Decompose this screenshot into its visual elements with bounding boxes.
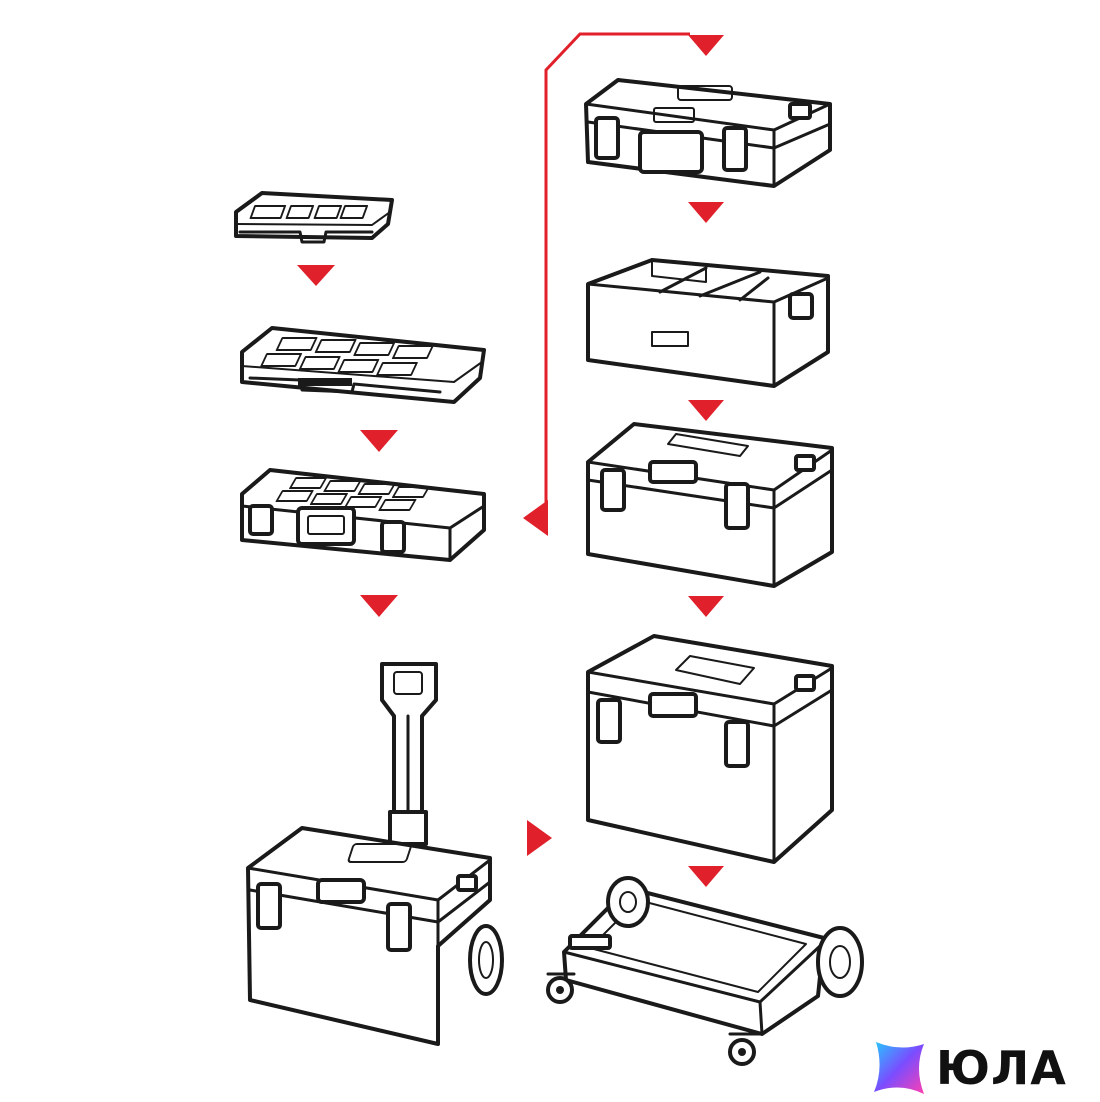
watermark: ЮЛА bbox=[870, 1038, 1098, 1102]
arrow-down-icon bbox=[688, 202, 724, 223]
arrow-down-icon bbox=[360, 430, 398, 452]
watermark-text: ЮЛА bbox=[936, 1041, 1067, 1095]
large-toolbox-icon bbox=[586, 634, 834, 864]
arrow-down-icon bbox=[297, 265, 335, 286]
small-organizer-tray-icon bbox=[234, 191, 394, 244]
arrow-left-icon bbox=[523, 500, 548, 536]
arrow-down-icon bbox=[688, 596, 724, 617]
arrow-right-icon bbox=[527, 820, 552, 856]
arrow-down-icon bbox=[688, 400, 724, 421]
arrow-down-icon bbox=[688, 866, 724, 887]
trolley-toolbox-icon bbox=[246, 662, 504, 1046]
tool-case-icon bbox=[584, 78, 832, 188]
arrow-down-icon bbox=[360, 595, 398, 617]
yula-star-logo-icon bbox=[874, 1042, 924, 1094]
flow-arrows bbox=[297, 32, 724, 887]
organizer-case-icon bbox=[240, 468, 486, 562]
open-bin-icon bbox=[586, 258, 830, 388]
connector-line bbox=[544, 32, 690, 505]
organizer-tray-icon bbox=[240, 326, 486, 404]
medium-toolbox-icon bbox=[586, 422, 834, 588]
arrow-down-icon bbox=[688, 35, 724, 56]
wheeled-platform-icon bbox=[546, 876, 864, 1066]
